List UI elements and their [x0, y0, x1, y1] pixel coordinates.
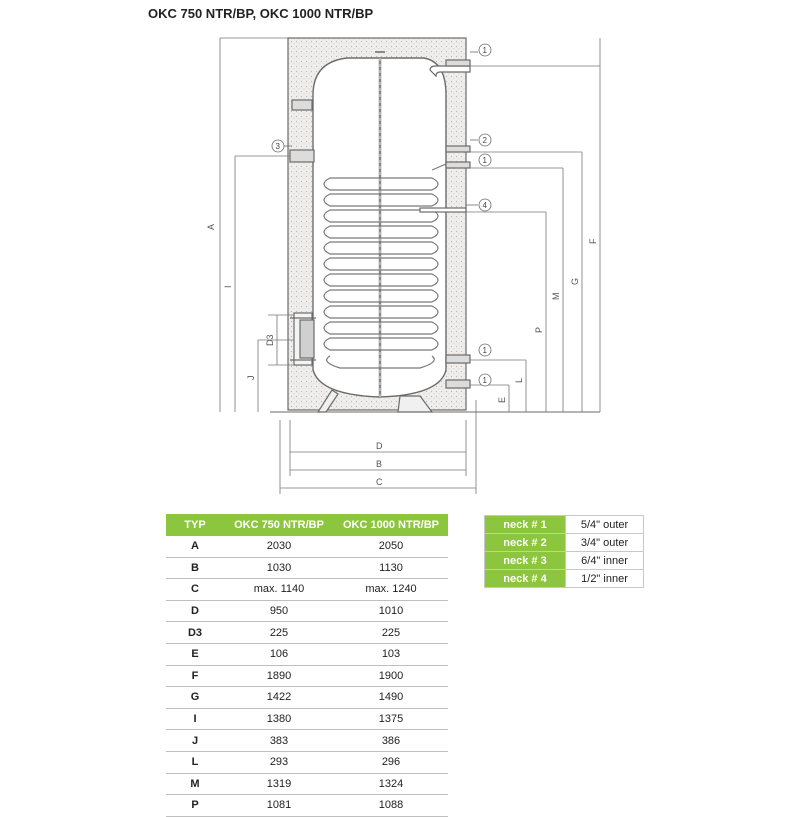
row-okc-1000: 103 — [334, 643, 448, 666]
row-okc-750: 2030 — [224, 536, 334, 558]
callout-1-top: 1 — [483, 46, 488, 55]
dim-label-a: A — [206, 224, 216, 230]
dim-label-e: E — [497, 397, 507, 403]
callouts: 1 2 1 4 3 1 1 — [271, 43, 492, 387]
row-okc-750: 1380 — [224, 708, 334, 731]
row-key: F — [166, 665, 224, 688]
dim-label-m: M — [551, 293, 561, 301]
neck-label: neck # 2 — [484, 533, 566, 552]
dimension-lines — [219, 37, 601, 494]
row-okc-1000: 225 — [334, 621, 448, 644]
dimension-labels: A F G M P L E I J D3 D B C — [206, 224, 598, 487]
dimensions-header-row: TYP OKC 750 NTR/BP OKC 1000 NTR/BP — [166, 514, 448, 536]
row-key: D3 — [166, 621, 224, 644]
dim-label-p: P — [534, 327, 544, 333]
row-key: C — [166, 578, 224, 601]
neck-value: 1/2" inner — [565, 569, 644, 588]
dim-label-j: J — [246, 376, 256, 381]
row-okc-750: 1030 — [224, 557, 334, 580]
page-title: OKC 750 NTR/BP, OKC 1000 NTR/BP — [148, 6, 374, 21]
inspection-flange — [290, 312, 316, 366]
dim-label-g: G — [570, 278, 580, 285]
row-okc-750: 293 — [224, 751, 334, 774]
anode-rod — [375, 51, 385, 397]
row-okc-1000: 386 — [334, 729, 448, 752]
callout-1-bottom: 1 — [483, 376, 488, 385]
row-okc-1000: max. 1240 — [334, 578, 448, 601]
row-okc-750: 383 — [224, 729, 334, 752]
neck-label: neck # 4 — [484, 569, 566, 588]
row-key: B — [166, 557, 224, 580]
tank-drawing: A F G M P L E I J D3 D B C 1 2 1 4 3 1 1 — [206, 37, 601, 494]
dim-label-l: L — [514, 378, 524, 383]
callout-1-upper: 1 — [483, 156, 488, 165]
neck-label: neck # 3 — [484, 551, 566, 570]
row-key: E — [166, 643, 224, 666]
header-okc-750: OKC 750 NTR/BP — [224, 514, 334, 536]
row-okc-1000: 1490 — [334, 686, 448, 709]
row-okc-1000: 1010 — [334, 600, 448, 623]
row-okc-750: 950 — [224, 600, 334, 623]
row-key: L — [166, 751, 224, 774]
header-typ: TYP — [166, 514, 224, 536]
callout-3: 3 — [276, 142, 281, 151]
row-okc-1000: 296 — [334, 751, 448, 774]
dim-label-f: F — [588, 238, 598, 244]
neck-value: 3/4" outer — [565, 533, 644, 552]
row-okc-1000: 1088 — [334, 794, 448, 817]
row-okc-750: 225 — [224, 621, 334, 644]
header-okc-1000: OKC 1000 NTR/BP — [334, 514, 448, 536]
row-key: A — [166, 536, 224, 558]
neck-label: neck # 1 — [484, 515, 566, 534]
row-okc-750: 1081 — [224, 794, 334, 817]
neck-value: 5/4" outer — [565, 515, 644, 534]
row-okc-1000: 1900 — [334, 665, 448, 688]
row-okc-750: 1422 — [224, 686, 334, 709]
row-key: P — [166, 794, 224, 817]
row-okc-750: max. 1140 — [224, 578, 334, 601]
row-key: J — [166, 729, 224, 752]
row-key: G — [166, 686, 224, 709]
row-key: D — [166, 600, 224, 623]
dim-label-i: I — [223, 285, 233, 288]
dim-label-d: D — [376, 441, 383, 451]
callout-1-lower: 1 — [483, 346, 488, 355]
neck-value: 6/4" inner — [565, 551, 644, 570]
row-okc-750: 1319 — [224, 773, 334, 796]
dim-label-c: C — [376, 477, 383, 487]
row-okc-1000: 1324 — [334, 773, 448, 796]
dim-label-b: B — [376, 459, 382, 469]
row-okc-1000: 1130 — [334, 557, 448, 580]
row-key: I — [166, 708, 224, 731]
nozzles — [289, 59, 471, 389]
dim-label-d3: D3 — [265, 334, 275, 346]
callout-4: 4 — [483, 201, 488, 210]
row-okc-1000: 2050 — [334, 536, 448, 558]
row-okc-1000: 1375 — [334, 708, 448, 731]
callout-2: 2 — [483, 136, 488, 145]
row-okc-750: 1890 — [224, 665, 334, 688]
row-okc-750: 106 — [224, 643, 334, 666]
row-key: M — [166, 773, 224, 796]
